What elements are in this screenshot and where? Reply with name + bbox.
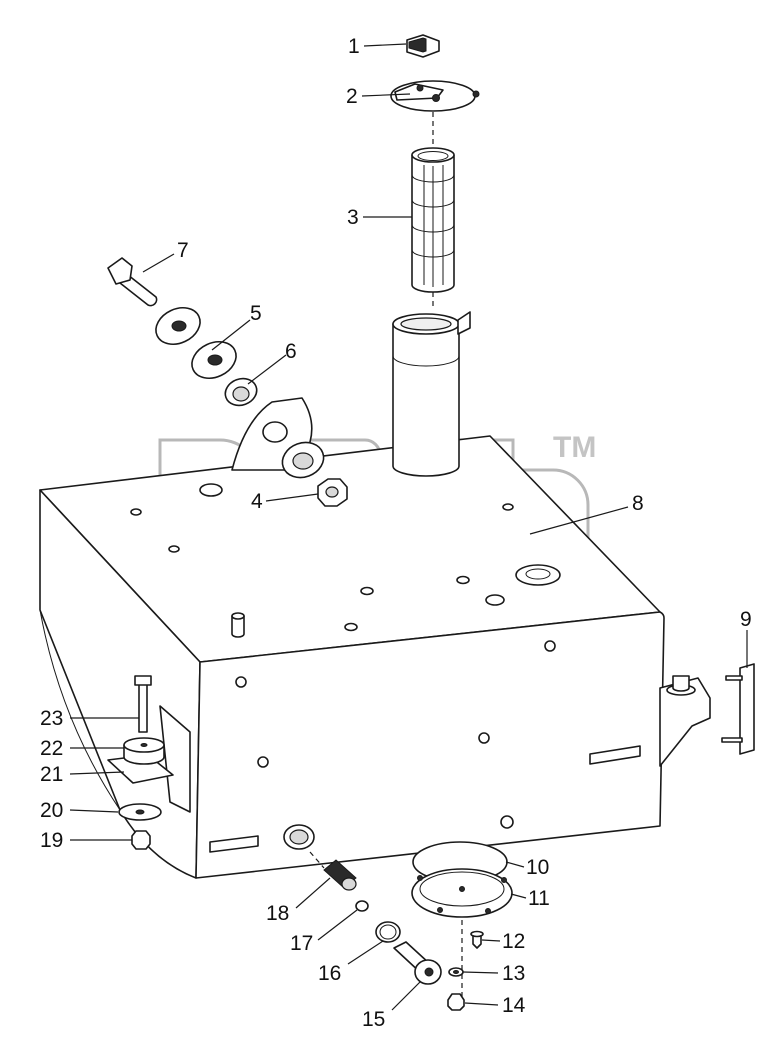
callout-15: 15	[362, 1008, 385, 1031]
part-6-bushing	[224, 377, 325, 479]
callout-21: 21	[40, 763, 63, 786]
callout-7: 7	[177, 239, 189, 262]
part-13-washer	[448, 967, 464, 977]
part-4-nut	[317, 478, 348, 507]
part-7-bolt	[107, 257, 158, 307]
callout-11: 11	[528, 887, 550, 910]
callout-16: 16	[318, 962, 341, 985]
part-15-fitting	[393, 941, 442, 985]
part-11-cover	[411, 868, 513, 918]
part-12-screw	[470, 930, 484, 949]
part-20-washer	[118, 803, 162, 821]
part-3-strainer	[411, 147, 455, 293]
filler-neck	[392, 311, 471, 477]
part-8-tank	[39, 435, 711, 879]
callout-12: 12	[502, 930, 525, 953]
part-18-connector	[323, 859, 357, 891]
part-22-pad	[123, 737, 165, 765]
part-2-flange	[390, 80, 480, 112]
trademark-text: TM	[553, 431, 596, 464]
part-16-ring	[375, 921, 401, 943]
callout-18: 18	[266, 902, 289, 925]
leader-lines	[69, 43, 748, 1011]
callout-17: 17	[290, 932, 313, 955]
part-9-plate	[721, 663, 755, 755]
part-5-washers	[155, 306, 237, 380]
callout-5: 5	[250, 302, 262, 325]
callout-13: 13	[502, 962, 525, 985]
part-23-bolt	[134, 675, 152, 733]
callout-1: 1	[348, 35, 360, 58]
axis-line-outlet	[309, 851, 325, 869]
callout-2: 2	[346, 85, 358, 108]
callout-23: 23	[40, 707, 63, 730]
callout-3: 3	[347, 206, 359, 229]
callout-19: 19	[40, 829, 63, 852]
part-17-seal	[355, 900, 369, 912]
part-14-nut	[447, 993, 465, 1011]
callout-6: 6	[285, 340, 297, 363]
callout-4: 4	[251, 490, 263, 513]
callout-20: 20	[40, 799, 63, 822]
callout-8: 8	[632, 492, 644, 515]
callout-10: 10	[526, 856, 549, 879]
callout-22: 22	[40, 737, 63, 760]
callout-9: 9	[740, 608, 752, 631]
callout-numbers: 1 2 3 4 5 6 7 8 9 10 11 12 13 14 15 16 1…	[40, 35, 752, 1031]
part-1-cap	[406, 34, 440, 58]
callout-14: 14	[502, 994, 526, 1017]
part-19-nut	[131, 830, 151, 850]
